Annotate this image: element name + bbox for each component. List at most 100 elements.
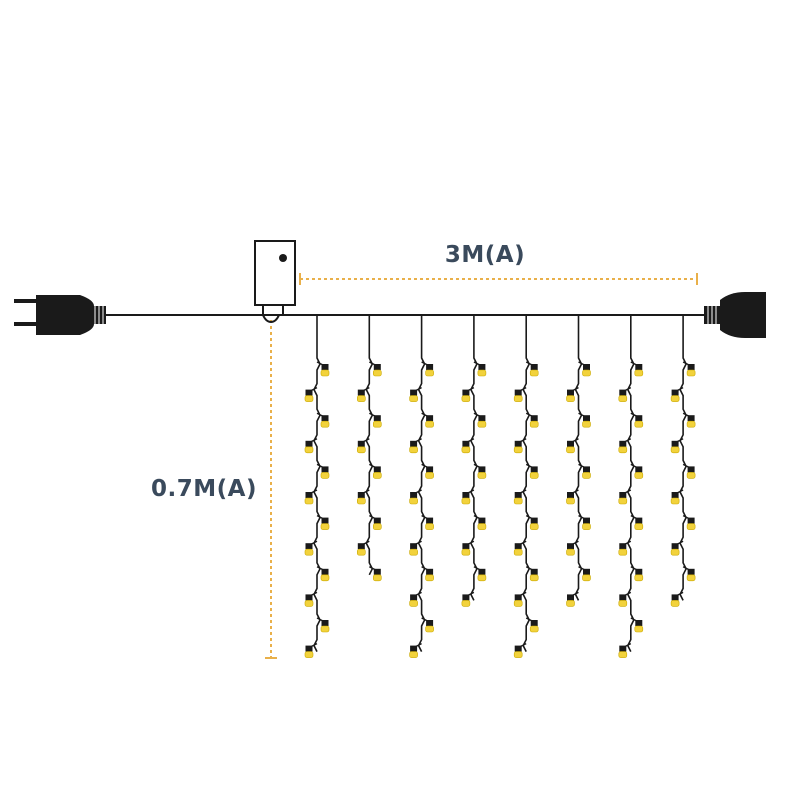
- led-light: [634, 369, 644, 377]
- led-socket: [671, 492, 679, 498]
- led-socket: [635, 568, 643, 575]
- width-dimension: 3M(A): [299, 242, 698, 285]
- led-socket: [357, 440, 365, 447]
- led-light: [618, 600, 628, 607]
- led-bulb: [618, 489, 632, 505]
- led-bulb: [670, 489, 684, 505]
- led-light: [618, 497, 628, 505]
- led-bulb: [682, 514, 696, 530]
- led-socket: [619, 389, 627, 396]
- led-light: [634, 574, 644, 582]
- led-socket: [671, 389, 679, 396]
- led-socket: [305, 594, 313, 601]
- led-socket: [357, 492, 365, 498]
- led-socket: [671, 440, 679, 447]
- led-socket: [426, 466, 434, 473]
- led-light: [409, 651, 418, 658]
- led-socket: [514, 492, 522, 498]
- led-socket: [426, 415, 434, 422]
- led-light: [372, 369, 382, 377]
- led-socket: [462, 440, 470, 447]
- led-bulb: [670, 591, 684, 607]
- led-light: [686, 574, 696, 582]
- led-light: [618, 395, 628, 402]
- led-socket: [635, 364, 643, 370]
- led-light: [686, 523, 696, 530]
- led-bulb: [304, 386, 318, 402]
- led-socket: [619, 492, 627, 498]
- led-socket: [410, 594, 418, 601]
- strand-wire: [313, 315, 321, 652]
- led-light: [566, 600, 575, 607]
- led-bulb: [409, 489, 422, 505]
- strand-6: [566, 315, 591, 607]
- led-light: [320, 625, 330, 633]
- led-bulb: [618, 591, 632, 607]
- led-light: [513, 651, 523, 658]
- led-socket: [410, 389, 418, 396]
- led-light: [582, 472, 591, 479]
- led-light: [461, 600, 471, 607]
- led-bulb: [525, 361, 539, 377]
- led-bulb: [304, 591, 318, 607]
- led-socket: [426, 620, 434, 626]
- led-light: [425, 369, 434, 377]
- led-socket: [619, 645, 627, 652]
- led-bulb: [304, 438, 318, 454]
- led-bulb: [461, 386, 475, 402]
- led-bulb: [368, 412, 382, 428]
- led-light: [356, 548, 366, 556]
- led-socket: [567, 440, 574, 447]
- led-light: [304, 651, 314, 658]
- led-light: [461, 446, 471, 454]
- led-light: [670, 600, 680, 607]
- led-socket: [305, 543, 313, 550]
- led-socket: [478, 364, 486, 370]
- led-socket: [321, 568, 329, 575]
- led-light: [461, 548, 471, 556]
- led-bulb: [513, 540, 527, 556]
- led-light: [477, 574, 487, 582]
- led-socket: [410, 440, 418, 447]
- led-socket: [410, 543, 418, 550]
- led-light: [356, 497, 366, 505]
- led-light: [582, 420, 591, 428]
- led-bulb: [409, 642, 422, 658]
- led-light: [670, 446, 680, 454]
- led-socket: [321, 620, 329, 626]
- led-light: [461, 497, 471, 505]
- led-socket: [583, 364, 590, 370]
- led-light: [425, 420, 434, 428]
- led-bulb: [630, 617, 644, 633]
- eu-socket-female-icon: [704, 292, 766, 338]
- led-light: [477, 472, 487, 479]
- led-socket: [687, 466, 695, 473]
- curtain-strands: [304, 315, 696, 658]
- led-bulb: [525, 463, 539, 479]
- led-bulb: [578, 361, 591, 377]
- strand-7: [618, 315, 644, 658]
- strand-3: [409, 315, 434, 658]
- led-socket: [478, 466, 486, 473]
- led-bulb: [578, 412, 591, 428]
- strand-wire: [417, 315, 426, 652]
- eu-plug-male-icon: [14, 295, 106, 335]
- led-socket: [687, 364, 695, 370]
- led-light: [529, 625, 539, 633]
- led-socket: [635, 415, 643, 422]
- led-bulb: [630, 514, 644, 530]
- led-socket: [426, 364, 434, 370]
- led-socket: [462, 492, 470, 498]
- strand-wire: [470, 315, 478, 601]
- led-light: [566, 548, 575, 556]
- led-bulb: [316, 617, 330, 633]
- led-light: [409, 497, 418, 505]
- led-socket: [635, 517, 643, 524]
- led-socket: [478, 517, 486, 524]
- led-bulb: [682, 566, 696, 582]
- strand-5: [513, 315, 539, 658]
- led-light: [304, 548, 314, 556]
- strand-4: [461, 315, 487, 607]
- led-light: [425, 574, 434, 582]
- controller-led: [279, 254, 287, 262]
